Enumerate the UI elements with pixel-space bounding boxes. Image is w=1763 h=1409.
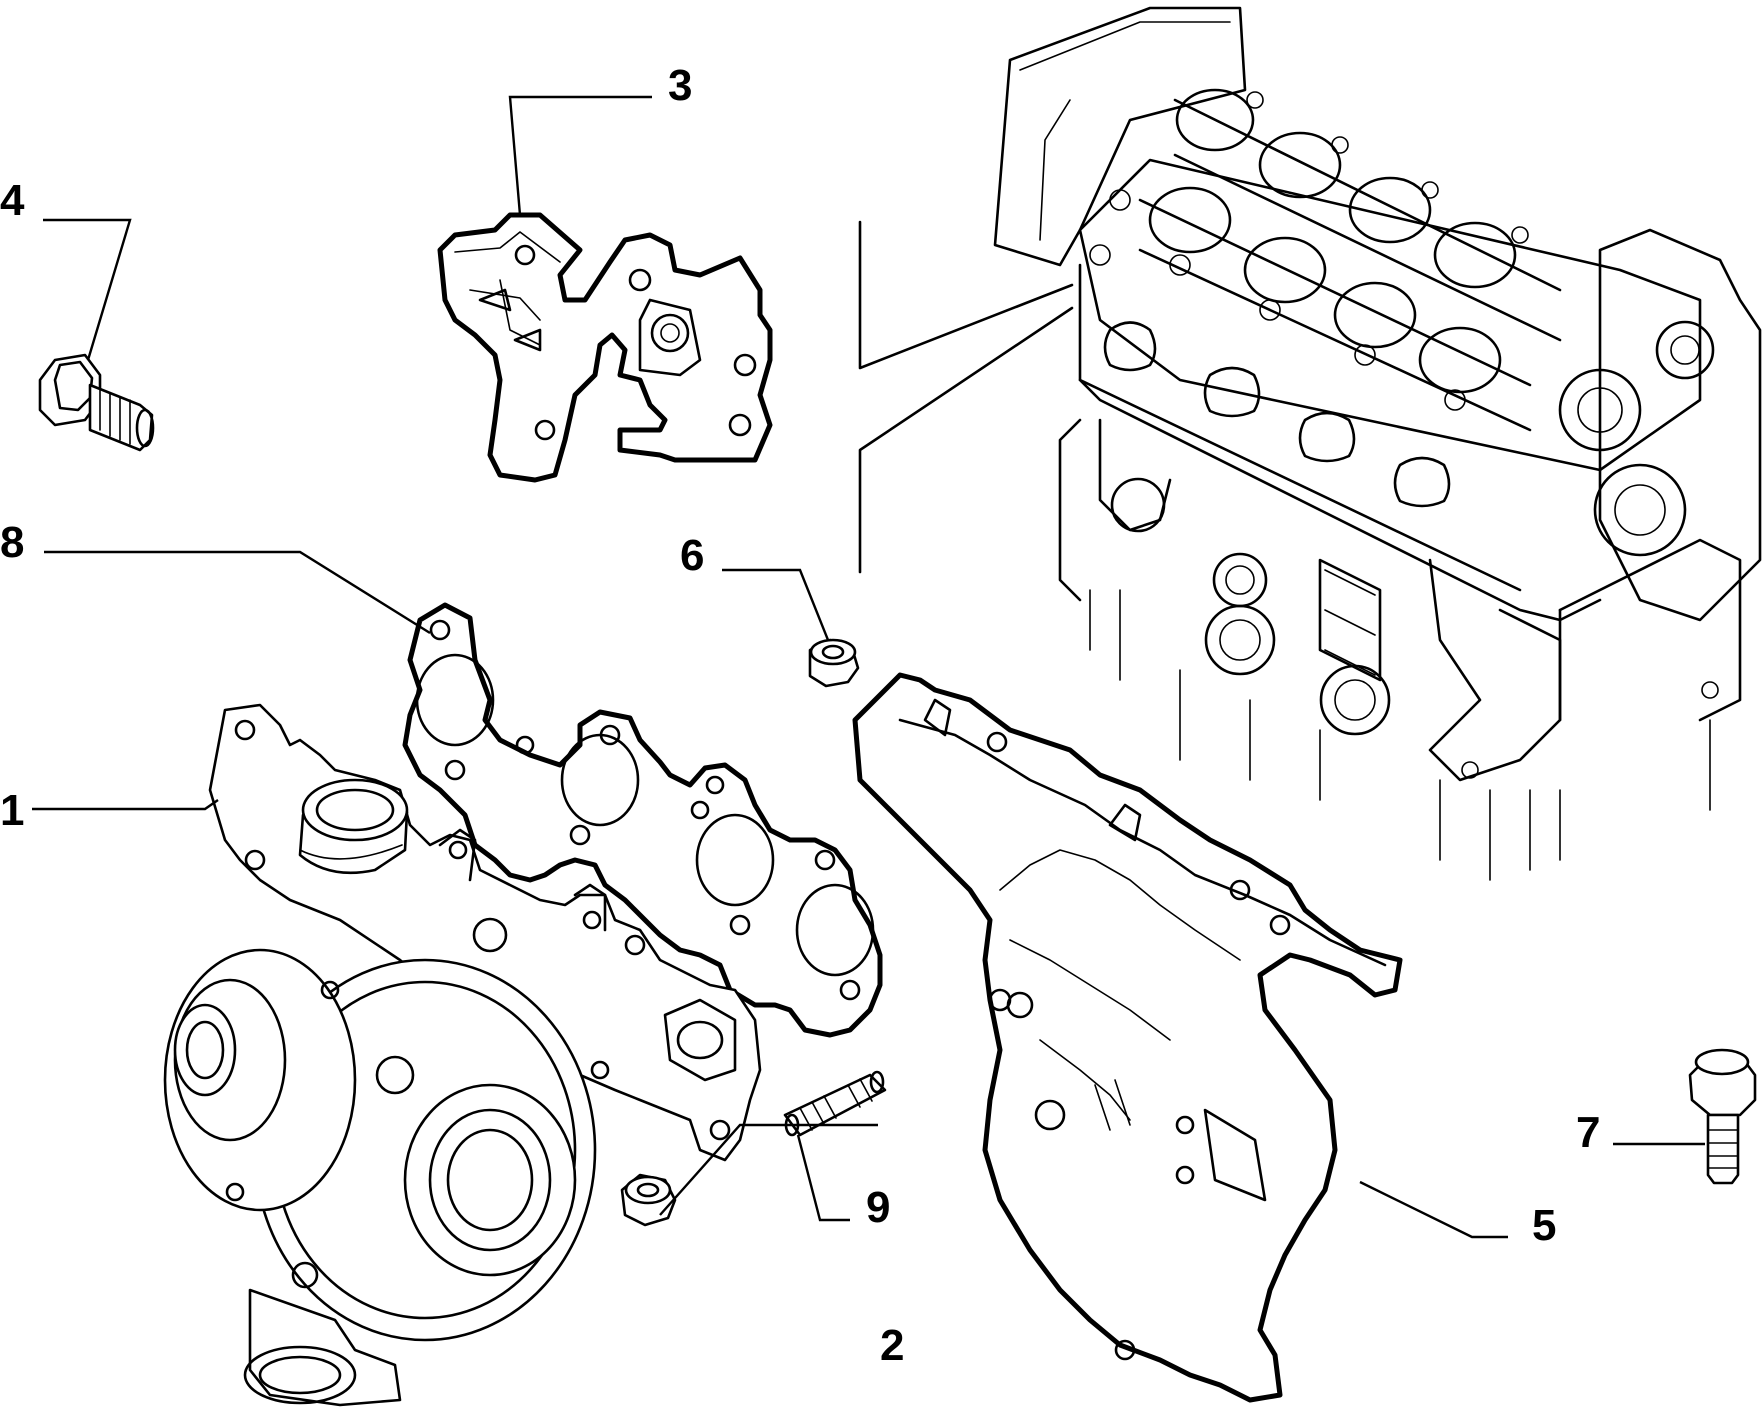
part-8-gasket — [402, 602, 883, 1038]
leader-9 — [796, 1134, 850, 1222]
callout-2: 2 — [880, 1321, 904, 1370]
leader-3 — [508, 95, 652, 216]
leader-4 — [43, 218, 132, 361]
part-4-bolt — [38, 353, 155, 452]
leader-5 — [1359, 1180, 1508, 1239]
callout-1: 1 — [0, 786, 24, 835]
callout-7: 7 — [1576, 1108, 1600, 1157]
callout-5: 5 — [1532, 1201, 1556, 1250]
part-1-manifold-turbocharger — [163, 703, 762, 1407]
leader-2 — [659, 1123, 878, 1216]
callout-9: 9 — [866, 1183, 890, 1232]
leader-lines — [32, 95, 1705, 1239]
callout-4: 4 — [0, 176, 25, 225]
part-7-bolt — [1688, 1048, 1757, 1185]
leader-1 — [32, 799, 219, 811]
part-6-nut — [808, 638, 860, 688]
leader-6 — [722, 568, 830, 641]
part-2-nut — [620, 1173, 677, 1227]
callout-8: 8 — [0, 518, 24, 567]
part-3-bracket — [437, 212, 773, 483]
callout-labels: 1 2 3 4 5 6 7 8 9 — [0, 61, 1600, 1370]
callout-6: 6 — [680, 531, 704, 580]
callout-3: 3 — [668, 61, 692, 110]
part-5-heat-shield — [852, 672, 1403, 1403]
engine-cylinder-head — [858, 6, 1762, 881]
leader-8 — [44, 550, 431, 635]
